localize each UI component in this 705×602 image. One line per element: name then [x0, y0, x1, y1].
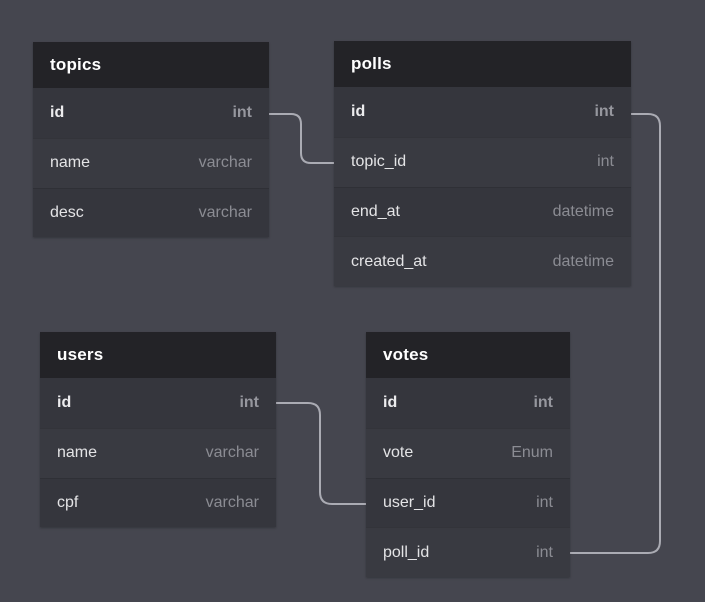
table-title: topics — [50, 55, 102, 74]
field-type: int — [232, 103, 252, 121]
table-row-votes-vote[interactable]: vote Enum — [366, 427, 570, 478]
table-row-users-id[interactable]: id int — [40, 378, 276, 428]
field-type: varchar — [205, 493, 259, 511]
table-title: votes — [383, 345, 429, 364]
field-name: id — [50, 103, 65, 121]
table-row-users-name[interactable]: name varchar — [40, 427, 276, 478]
field-name: desc — [50, 203, 84, 221]
field-type: datetime — [552, 252, 614, 270]
field-type: int — [597, 153, 614, 171]
table-header-topics[interactable]: topics — [33, 42, 269, 88]
table-title: polls — [351, 54, 392, 73]
table-row-polls-id[interactable]: id int — [334, 87, 631, 137]
table-header-users[interactable]: users — [40, 332, 276, 378]
relationship-line-topics.id-polls.topic_id[interactable] — [269, 113, 334, 164]
relationship-line-polls.id-votes.poll_id[interactable] — [570, 113, 661, 554]
table-users[interactable]: users id int name varchar cpf varchar — [40, 332, 276, 528]
table-row-topics-desc[interactable]: desc varchar — [33, 187, 269, 238]
table-header-votes[interactable]: votes — [366, 332, 570, 378]
field-type: varchar — [205, 444, 259, 462]
field-name: topic_id — [351, 153, 407, 171]
field-type: Enum — [511, 444, 553, 462]
field-type: varchar — [198, 203, 252, 221]
table-row-votes-user_id[interactable]: user_id int — [366, 477, 570, 528]
table-row-votes-poll_id[interactable]: poll_id int — [366, 527, 570, 578]
field-name: end_at — [351, 202, 400, 220]
relationship-line-users.id-votes.user_id[interactable] — [276, 402, 366, 505]
table-row-topics-name[interactable]: name varchar — [33, 137, 269, 188]
table-row-topics-id[interactable]: id int — [33, 88, 269, 138]
field-type: datetime — [552, 202, 614, 220]
field-name: id — [383, 393, 398, 411]
field-type: varchar — [198, 154, 252, 172]
table-row-users-cpf[interactable]: cpf varchar — [40, 477, 276, 528]
field-type: int — [536, 493, 553, 511]
field-type: int — [594, 102, 614, 120]
field-type: int — [533, 393, 553, 411]
table-topics[interactable]: topics id int name varchar desc varchar — [33, 42, 269, 238]
field-name: user_id — [383, 493, 436, 511]
table-row-votes-id[interactable]: id int — [366, 378, 570, 428]
table-row-polls-end_at[interactable]: end_at datetime — [334, 186, 631, 237]
field-name: id — [351, 102, 366, 120]
field-name: name — [57, 444, 98, 462]
field-type: int — [536, 543, 553, 561]
field-name: id — [57, 393, 72, 411]
table-row-polls-created_at[interactable]: created_at datetime — [334, 236, 631, 287]
field-type: int — [239, 393, 259, 411]
table-title: users — [57, 345, 104, 364]
field-name: name — [50, 154, 91, 172]
field-name: vote — [383, 444, 414, 462]
field-name: cpf — [57, 493, 79, 511]
field-name: created_at — [351, 252, 427, 270]
field-name: poll_id — [383, 543, 430, 561]
table-header-polls[interactable]: polls — [334, 41, 631, 87]
table-row-polls-topic_id[interactable]: topic_id int — [334, 136, 631, 187]
